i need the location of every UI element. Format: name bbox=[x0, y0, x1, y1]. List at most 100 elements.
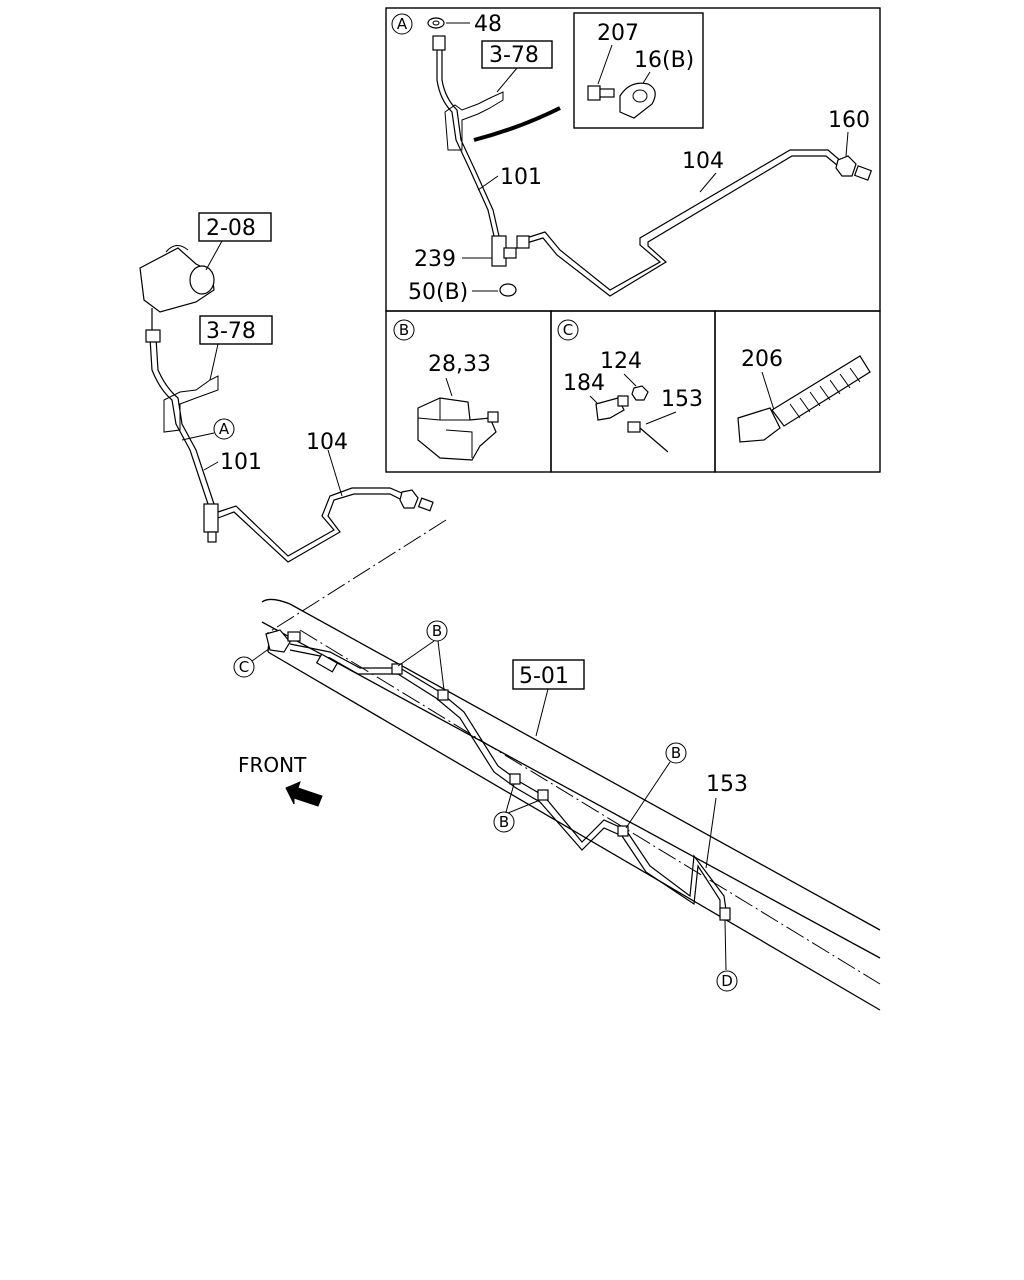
leader-marker-d bbox=[724, 919, 727, 971]
pipe-153-main-outer bbox=[289, 649, 721, 910]
leader-2-08 bbox=[205, 240, 223, 271]
pipe-104-a bbox=[519, 149, 843, 291]
pipe-104-a-outer bbox=[519, 155, 839, 297]
pipe-153-main-sleeve bbox=[315, 653, 339, 673]
leader-101-a bbox=[477, 175, 499, 191]
frame-centerline bbox=[299, 629, 881, 985]
fitting-50b bbox=[499, 283, 517, 297]
leader-marker-b3 bbox=[625, 761, 671, 829]
hose-101-main-fitting bbox=[145, 329, 161, 343]
hose-end-fitting bbox=[432, 35, 446, 51]
label-50b: 50(B) bbox=[408, 280, 468, 305]
leader-160 bbox=[845, 131, 849, 157]
label-153-c: 153 bbox=[661, 387, 703, 412]
tee-c-main bbox=[265, 629, 291, 653]
clip-b2 bbox=[437, 689, 449, 701]
label-101-a: 101 bbox=[500, 165, 542, 190]
ref-box-3-78-main bbox=[199, 315, 273, 345]
connector-239-port bbox=[503, 247, 517, 259]
leader-153-c bbox=[645, 411, 677, 425]
leader-104-a bbox=[699, 172, 717, 193]
label-207: 207 bbox=[597, 21, 639, 46]
pipe-153-c bbox=[639, 427, 669, 453]
ref-3-78-main: 3-78 bbox=[206, 319, 256, 344]
cable-tie-teeth bbox=[789, 367, 861, 419]
cable-tie-head bbox=[737, 407, 781, 443]
leader-124 bbox=[623, 373, 637, 387]
front-label: FRONT bbox=[238, 753, 307, 777]
clamp-inset-frame bbox=[573, 12, 704, 129]
marker-b3-label: B bbox=[671, 744, 681, 762]
leader-marker-c bbox=[251, 647, 271, 662]
front-arrow-icon bbox=[285, 781, 323, 807]
panel-a-marker bbox=[391, 13, 413, 35]
leader-3-78-main bbox=[209, 343, 219, 381]
reservoir-cap bbox=[189, 265, 215, 295]
bolt-207-shank bbox=[599, 88, 615, 98]
leader-marker-b2-a bbox=[505, 783, 515, 813]
reservoir-handle bbox=[165, 245, 189, 253]
nut-160-stub bbox=[853, 165, 873, 181]
marker-a-main bbox=[213, 418, 235, 440]
arc-indicator bbox=[473, 106, 561, 142]
marker-b1 bbox=[426, 620, 448, 642]
ref-3-78-a: 3-78 bbox=[489, 43, 539, 68]
bolt-207-head bbox=[587, 85, 601, 101]
label-104-a: 104 bbox=[682, 149, 724, 174]
leader-153-main bbox=[705, 797, 717, 869]
marker-d-label: D bbox=[721, 972, 733, 990]
hose-101-a-outer bbox=[441, 45, 500, 237]
leader-5-01 bbox=[535, 688, 549, 737]
clip-b5 bbox=[617, 825, 629, 837]
hose-101-main bbox=[149, 337, 209, 505]
washer-part bbox=[427, 17, 445, 29]
ref-box-5-01 bbox=[512, 659, 585, 690]
link-line bbox=[265, 519, 447, 635]
label-160: 160 bbox=[828, 108, 870, 133]
nut-124 bbox=[631, 385, 649, 401]
clip-b4 bbox=[537, 789, 549, 801]
panel-b: B 28,33 bbox=[393, 319, 499, 461]
marker-c-main bbox=[233, 656, 255, 678]
label-28-33: 28,33 bbox=[428, 352, 491, 377]
pipe-104-fitting bbox=[516, 235, 530, 249]
marker-b2-label: B bbox=[499, 813, 509, 831]
label-124: 124 bbox=[600, 349, 642, 374]
clip-28-33-tab bbox=[487, 411, 499, 423]
label-48: 48 bbox=[474, 12, 502, 37]
label-101-main: 101 bbox=[220, 450, 262, 475]
fitting-153-c bbox=[627, 421, 641, 433]
hose-101-a bbox=[436, 45, 495, 237]
clip-28-33-detail bbox=[417, 398, 473, 458]
fitting-104-main-stub bbox=[417, 497, 434, 512]
leader-28-33 bbox=[445, 377, 453, 397]
marker-b2 bbox=[493, 811, 515, 833]
panel-d: 206 bbox=[737, 347, 871, 443]
frame-upper-line bbox=[261, 621, 881, 959]
panel-a-marker-label: A bbox=[397, 15, 408, 33]
connector-main-stub bbox=[207, 531, 217, 543]
ref-box-2-08 bbox=[198, 212, 272, 242]
marker-c-main-label: C bbox=[239, 658, 249, 676]
panel-a: A 48 3-78 101 207 16(B) 104 bbox=[391, 12, 873, 305]
marker-b1-label: B bbox=[432, 622, 442, 640]
label-184: 184 bbox=[563, 371, 605, 396]
fitting-d bbox=[719, 907, 731, 921]
clamp-16b bbox=[619, 82, 656, 119]
frame-top-edge bbox=[261, 598, 881, 931]
tee-184 bbox=[595, 397, 625, 421]
panel-a-frame bbox=[385, 7, 881, 312]
marker-b3 bbox=[665, 742, 687, 764]
label-239: 239 bbox=[414, 247, 456, 272]
connector-main bbox=[203, 503, 219, 533]
panel-c: C 124 184 153 bbox=[557, 319, 703, 453]
label-153-main: 153 bbox=[706, 772, 748, 797]
panel-d-frame bbox=[714, 310, 881, 473]
washer-hole bbox=[432, 20, 440, 26]
panel-c-marker-label: C bbox=[563, 321, 573, 339]
tee-184-port bbox=[617, 395, 629, 407]
leader-104-main bbox=[327, 449, 343, 497]
clamp-hole bbox=[632, 89, 648, 103]
detail-panels bbox=[385, 7, 881, 473]
